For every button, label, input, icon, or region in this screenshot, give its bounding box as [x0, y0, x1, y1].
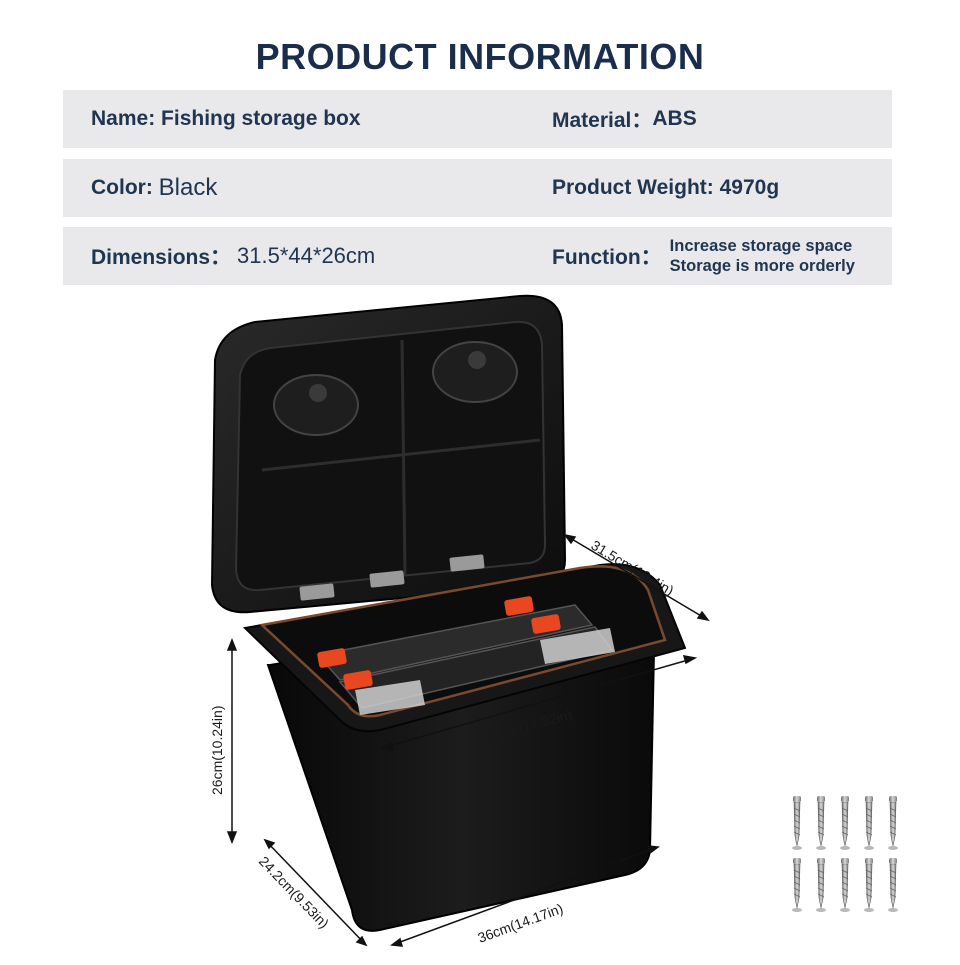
screw-icon: [864, 796, 874, 850]
dimension-lines: [226, 533, 710, 947]
screw-icon: [840, 796, 850, 850]
screw-icon: [888, 796, 898, 850]
hinge-middle: [369, 570, 405, 588]
latch-4: [531, 614, 561, 634]
clear-compartment-1: [355, 680, 425, 715]
height-label: 26cm(10.24in): [209, 706, 225, 796]
spec-dimensions: Dimensions：31.5*44*26cm: [91, 227, 375, 285]
hinge-right: [449, 554, 485, 572]
color-value: Black: [158, 174, 218, 201]
product-illustration: 31.5cm(12.4in) 44cm(17.32in) 26cm(10.24i…: [209, 294, 898, 947]
color-label: Color:: [91, 176, 153, 199]
box-body: [242, 563, 687, 932]
screw-set: [792, 796, 898, 912]
screw-icon: [840, 858, 850, 912]
screw-icon: [816, 858, 826, 912]
function-line-1: Increase storage space: [669, 237, 853, 255]
latch-3: [343, 670, 373, 690]
spec-row-3: Dimensions：31.5*44*26cm Function： Increa…: [63, 227, 892, 285]
function-label: Function：: [552, 246, 662, 269]
weight-value: 4970g: [719, 176, 780, 199]
box-lid: [210, 294, 567, 614]
name-value: Fishing storage box: [161, 107, 361, 130]
screw-icon: [792, 858, 802, 912]
screw-icon: [816, 796, 826, 850]
screw-icon: [864, 858, 874, 912]
material-label: Material：: [552, 109, 653, 132]
length-bottom-label: 36cm(14.17in): [476, 900, 566, 946]
lid-clip-right: [432, 341, 518, 403]
screw-icon: [888, 858, 898, 912]
latch-1: [317, 648, 347, 668]
dimensions-value: 31.5*44*26cm: [237, 243, 376, 268]
material-value: ABS: [652, 107, 697, 130]
spec-color: Color: Black: [91, 159, 217, 217]
function-line-2: Storage is more orderly: [669, 257, 855, 275]
product-illustration-area: 31.5cm(12.4in) 44cm(17.32in) 26cm(10.24i…: [0, 285, 960, 960]
weight-label: Product Weight:: [552, 176, 714, 199]
spec-row-1: Name: Fishing storage box Material：ABS: [63, 90, 892, 148]
spec-name: Name: Fishing storage box: [91, 90, 361, 148]
spec-weight: Product Weight: 4970g: [552, 159, 779, 217]
depth-bottom-label: 24.2cm(9.53in): [256, 853, 332, 931]
function-lines: Increase storage space Storage is more o…: [670, 236, 855, 276]
page-title: PRODUCT INFORMATION: [255, 36, 705, 77]
name-label: Name:: [91, 107, 156, 130]
latch-2: [504, 596, 534, 616]
dimensions-label: Dimensions：: [91, 246, 232, 269]
hinge-left: [299, 583, 335, 601]
screw-icon: [792, 796, 802, 850]
tray-1: [316, 604, 594, 681]
spec-function: Function： Increase storage space Storage…: [552, 227, 855, 285]
spec-material: Material：ABS: [552, 90, 697, 148]
spec-row-2: Color: Black Product Weight: 4970g: [63, 159, 892, 217]
lid-clip-left: [273, 374, 359, 436]
clear-compartment-2: [540, 628, 615, 664]
